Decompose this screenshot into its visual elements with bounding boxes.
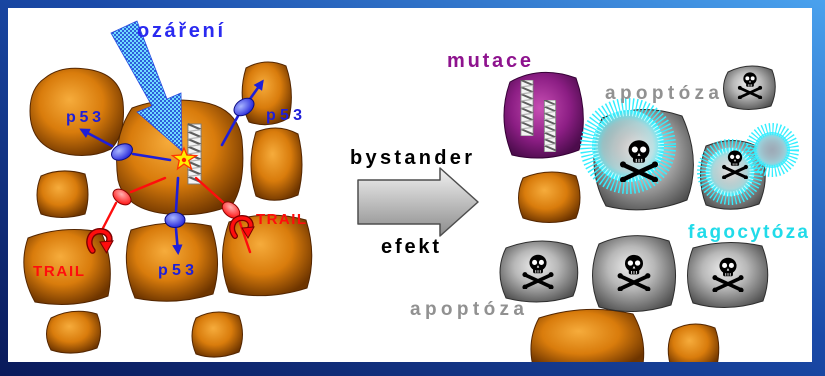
p53-arrow — [248, 79, 264, 101]
apoptotic-cell — [723, 65, 776, 110]
dna-helix-icon — [543, 100, 557, 152]
p53-label: p53 — [266, 107, 302, 124]
irradiated-tissue — [23, 61, 313, 358]
phagocyte-spikes — [580, 98, 676, 194]
phagocyte-body — [754, 132, 790, 168]
healthy-cell — [46, 310, 101, 354]
trail-label: TRAIL — [256, 211, 306, 228]
trail-path-line — [129, 176, 167, 194]
trail-protein — [112, 188, 132, 206]
bystander-tissue — [499, 65, 799, 371]
p53-label: p53 — [66, 109, 101, 126]
mutated-cell — [503, 71, 584, 159]
p53-arrow — [172, 227, 183, 256]
irradiation-label: ozáření — [137, 20, 224, 42]
trail-path-line — [100, 201, 118, 232]
apoptosis-label: apoptóza — [605, 83, 719, 104]
dna-helix-icon — [520, 80, 534, 136]
bystander-label: bystander — [350, 147, 472, 169]
dna-helix-icon — [187, 122, 202, 186]
bystander-effect-arrow — [357, 167, 479, 237]
phagocyte-body — [592, 110, 664, 182]
irradiation-beam-arrow — [110, 20, 183, 152]
healthy-cell — [667, 323, 720, 371]
p53-path-line — [131, 152, 172, 162]
trail-path-line — [194, 176, 227, 206]
p53-path-line — [174, 176, 180, 213]
trail-label: TRAIL — [33, 263, 84, 280]
p53-protein — [111, 143, 133, 161]
apoptosis-label: apoptóza — [410, 299, 524, 320]
trail-signalling — [89, 176, 254, 254]
effect-label: efekt — [381, 236, 439, 258]
healthy-cell — [530, 308, 645, 371]
healthy-cell — [191, 311, 243, 358]
healthy-cell — [29, 67, 124, 156]
explosion-core — [181, 157, 187, 163]
p53-protein — [164, 212, 186, 228]
healthy-cell — [36, 170, 89, 218]
mutation-label: mutace — [447, 50, 531, 72]
p53-protein — [233, 97, 255, 117]
p53-arrow — [79, 128, 114, 148]
healthy-cell — [518, 171, 581, 223]
p53-path-line — [220, 114, 240, 147]
trail-path-line — [236, 215, 252, 254]
phagocyte-body — [706, 148, 754, 196]
p53-signalling — [79, 79, 264, 256]
phagocyte-spikes — [705, 147, 755, 197]
phagocyte-spikes — [745, 123, 799, 177]
p53-label: p53 — [158, 262, 194, 279]
phagocyte — [745, 123, 799, 177]
healthy-cell — [250, 127, 303, 201]
